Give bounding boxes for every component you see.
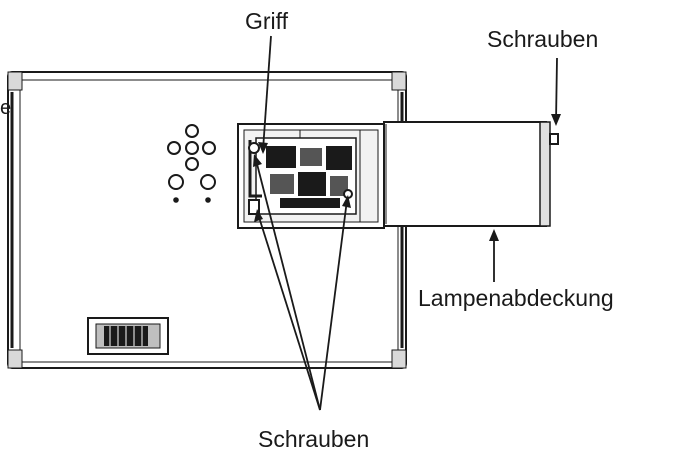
control-buttons [167, 124, 216, 203]
vent-grille [87, 317, 169, 355]
callout-lines [255, 35, 558, 411]
label-griff: Griff [245, 8, 289, 34]
arrow-heads [253, 114, 561, 241]
label-lampenabdeckung: Lampenabdeckung [418, 285, 614, 311]
lamp-cover [383, 121, 559, 227]
lamp-compartment [237, 123, 385, 229]
label-schrauben-bottom: Schrauben [258, 426, 370, 452]
partial-label: e [0, 97, 12, 119]
label-schrauben-top: Schrauben [487, 26, 599, 52]
